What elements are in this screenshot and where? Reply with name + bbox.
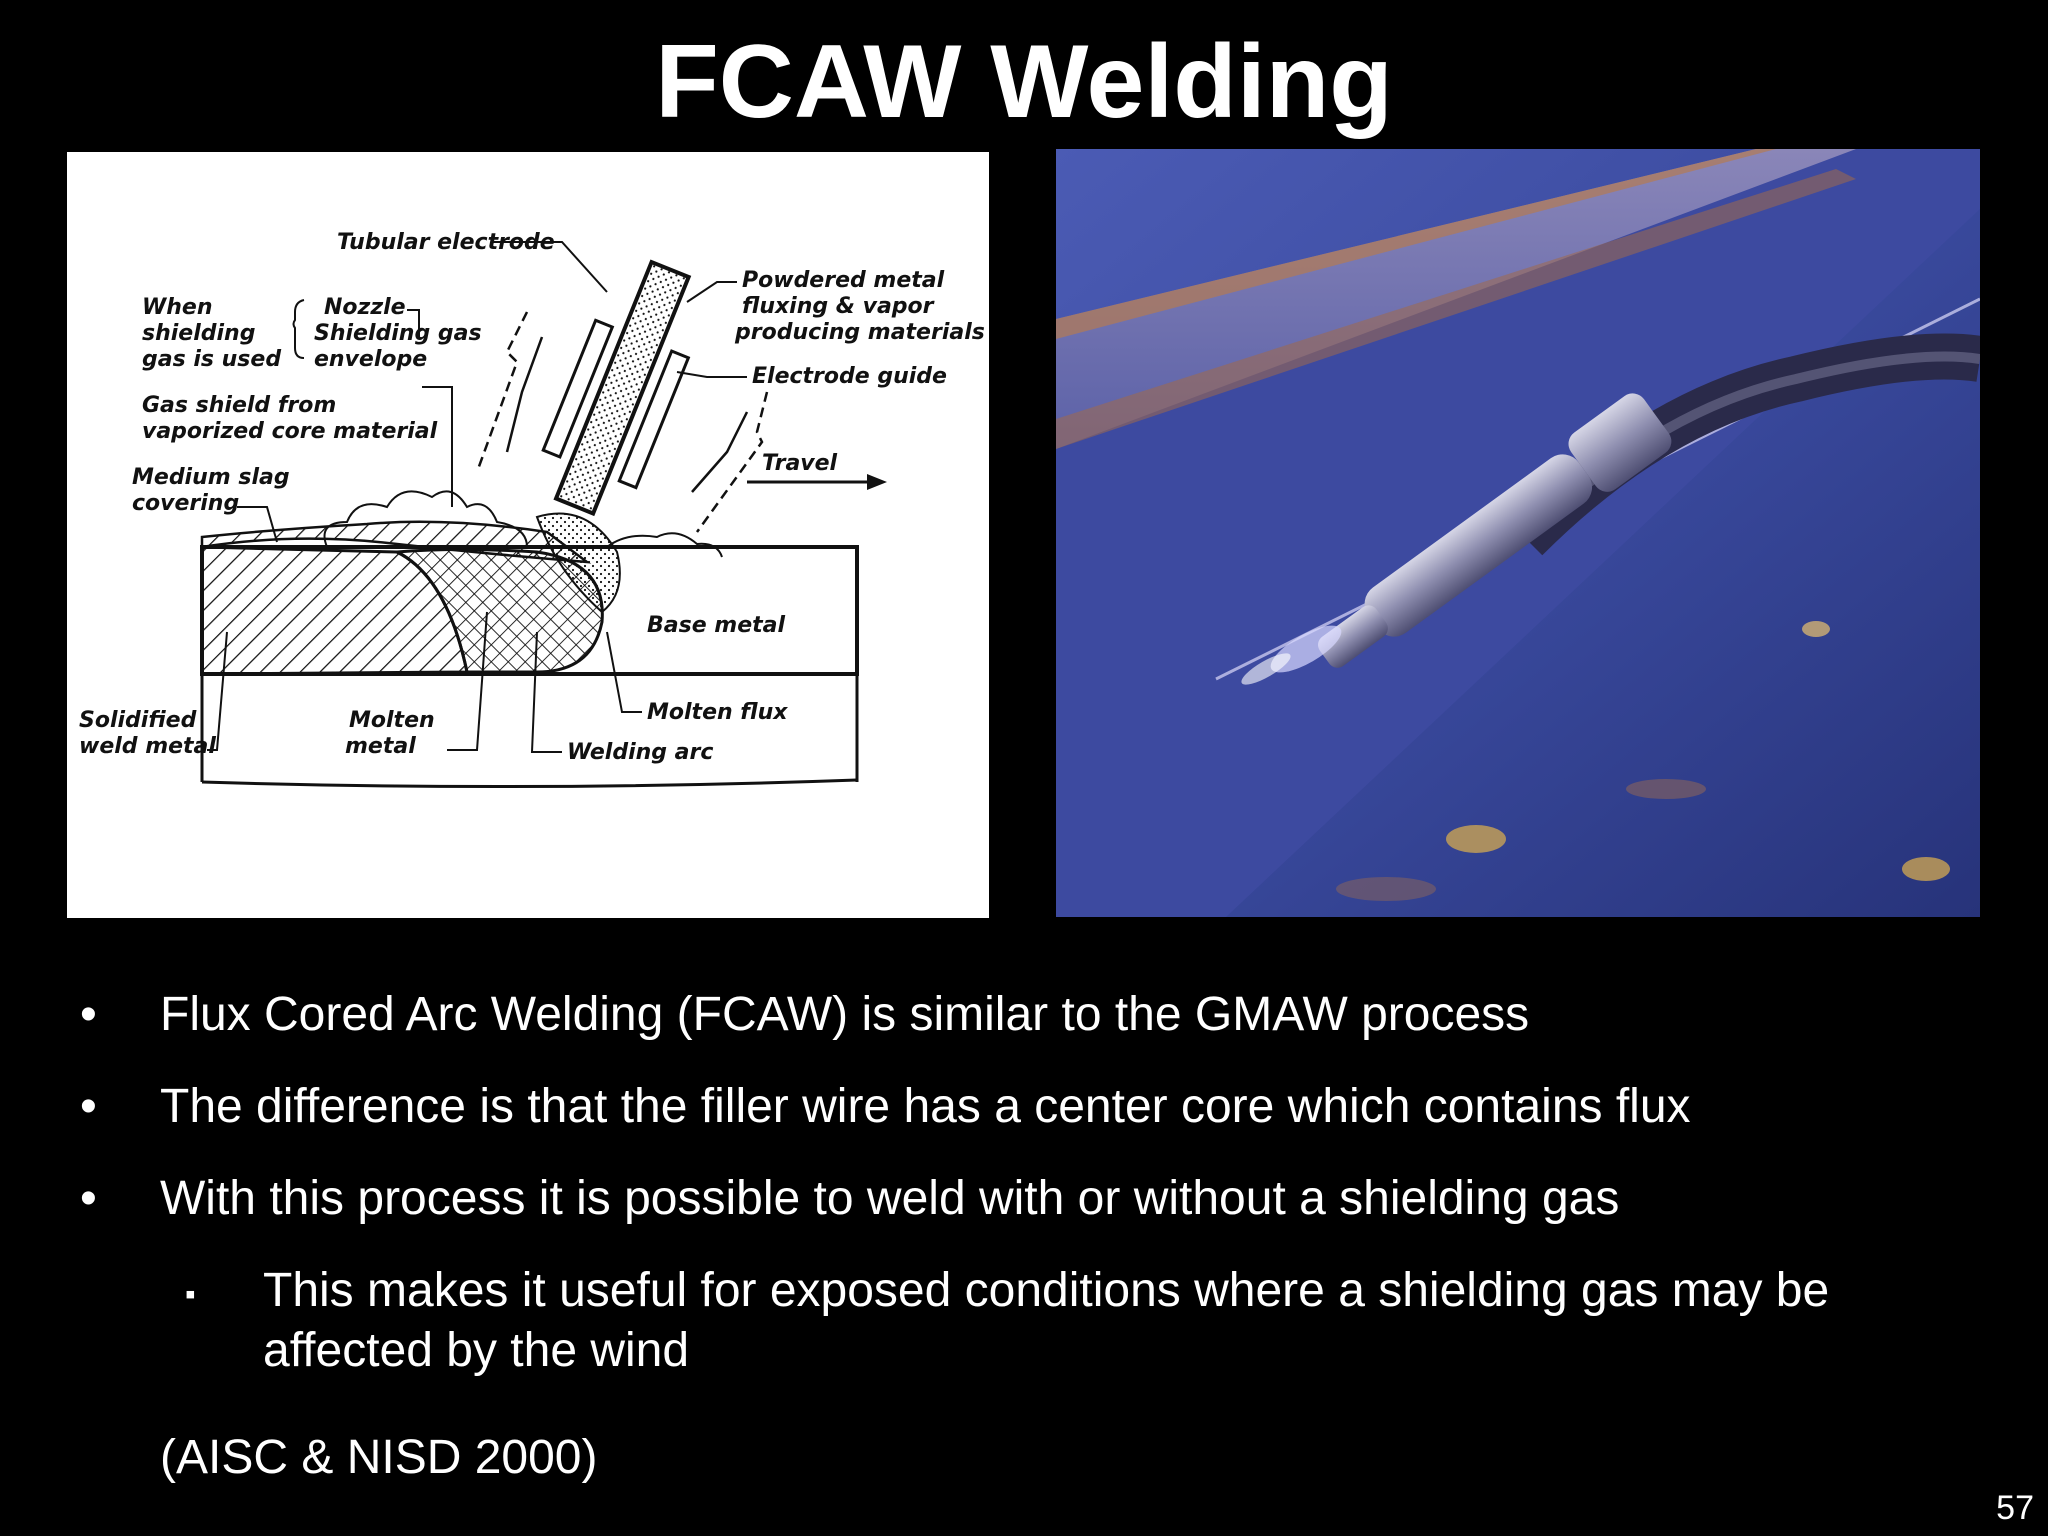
label-tubular-electrode: Tubular electrode [337, 230, 555, 255]
bullet-marker: • [80, 1080, 97, 1133]
label-gas-is-used: gas is used [142, 347, 281, 372]
label-solidified: Solidified [79, 708, 197, 733]
label-base-metal: Base metal [647, 613, 785, 638]
bullet-text: With this process it is possible to weld… [160, 1172, 1620, 1225]
slide-title: FCAW Welding [655, 24, 1393, 140]
label-metal: metal [345, 734, 416, 759]
label-when: When [142, 295, 213, 320]
label-vaporized-core: vaporized core material [142, 419, 438, 444]
label-gas-shield-from: Gas shield from [142, 393, 336, 418]
label-weld-metal: weld metal [79, 734, 216, 759]
label-electrode-guide: Electrode guide [752, 364, 947, 389]
sub-bullet-text: This makes it useful for exposed conditi… [263, 1264, 1830, 1377]
welding-photo [1056, 149, 1980, 917]
label-molten: Molten [349, 708, 435, 733]
bullet-marker: • [80, 1172, 97, 1225]
label-envelope: envelope [314, 347, 427, 372]
label-producing-materials: producing materials [734, 320, 985, 345]
fcaw-process-diagram: Tubular electrode When shielding gas is … [67, 152, 989, 918]
bullet-marker: • [80, 988, 97, 1041]
label-welding-arc: Welding arc [567, 740, 713, 765]
label-shielding: shielding [142, 321, 255, 346]
label-medium-slag: Medium slag [132, 465, 290, 490]
label-powdered-metal: Powdered metal [742, 268, 945, 293]
sub-bullet-marker: ▪ [185, 1278, 196, 1311]
page-number: 57 [1996, 1489, 2034, 1527]
label-nozzle: Nozzle [324, 295, 406, 320]
bullet-text: Flux Cored Arc Welding (FCAW) is similar… [160, 988, 1530, 1041]
label-covering: covering [132, 491, 239, 516]
label-travel: Travel [762, 451, 838, 476]
label-molten-flux: Molten flux [647, 700, 788, 725]
label-fluxing-vapor: fluxing & vapor [742, 294, 935, 319]
citation: (AISC & NISD 2000) [160, 1431, 598, 1484]
bullet-text: The difference is that the filler wire h… [160, 1080, 1691, 1133]
label-shielding-gas: Shielding gas [314, 321, 482, 346]
